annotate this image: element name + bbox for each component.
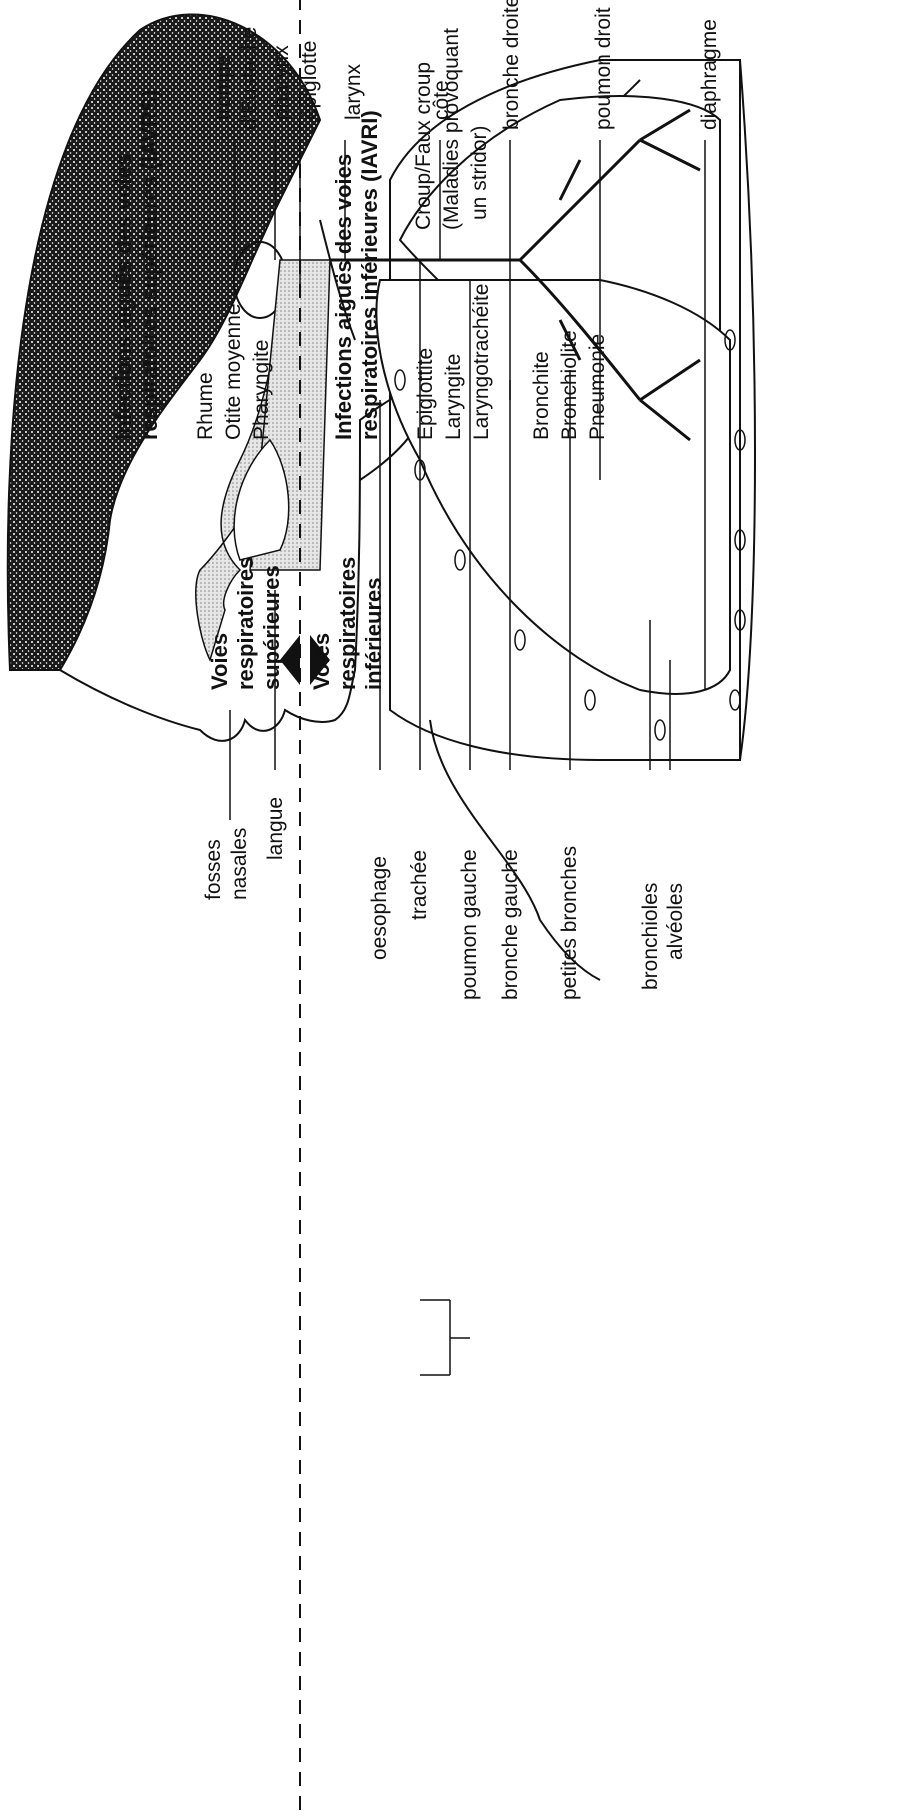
iavri-title-2: respiratoires inférieures (IAVRI)	[356, 110, 383, 440]
iavrs-item-otite: Otite moyenne	[220, 303, 247, 440]
left-lung	[376, 280, 730, 694]
label-fosses: fosses	[200, 839, 227, 900]
label-trompe: trompe	[210, 55, 237, 120]
iavri-bronchiolite: Bronchiolite	[556, 330, 583, 440]
upper-airways-word2: respiratoires	[232, 557, 259, 690]
upper-airways-word1: Voies	[206, 633, 233, 690]
label-epiglotte: épiglotte	[296, 41, 323, 120]
label-eustache: d'Eustache	[236, 27, 263, 130]
label-petites-bronches: petites bronches	[556, 846, 583, 1000]
label-bronche-gauche: bronche gauche	[497, 849, 524, 1000]
label-poumon-droit: poumon droit	[590, 7, 617, 130]
iavrs-item-pharyngite: Pharyngite	[248, 340, 275, 440]
croup-note-line2: (Maladies provoquant	[438, 28, 465, 230]
iavrs-title: Infections aiguës des voies	[110, 154, 137, 440]
iavrs-item-rhume: Rhume	[192, 372, 219, 440]
label-nasales: nasales	[226, 828, 253, 900]
lower-airways-word3: inférieures	[360, 578, 387, 691]
label-bronche-droite: bronche droite	[498, 0, 525, 130]
label-alveoles: alvéoles	[662, 883, 689, 960]
iavri-pneumonie: Pneumonie	[584, 334, 611, 440]
iavri-laryngotracheite: Laryngotrachéite	[468, 284, 495, 440]
iavrs-title-2: respiratoires supérieures (IAVRS)	[136, 90, 163, 441]
label-bronchioles: bronchioles	[637, 883, 664, 990]
iavri-bronchite: Bronchite	[528, 351, 555, 440]
label-trachee: trachée	[406, 850, 433, 920]
croup-note-line3: un stridor)	[466, 125, 493, 220]
iavri-epiglottite: Epiglottite	[412, 348, 439, 440]
label-oesophage: oesophage	[366, 856, 393, 960]
croup-note-line1: Croup/Faux croup	[410, 62, 437, 230]
lower-airways-word2: respiratoires	[334, 557, 361, 690]
label-pharynx: pharynx	[268, 45, 295, 120]
upper-airways-word3: supérieures	[258, 565, 285, 690]
lower-airways-word1: Voies	[308, 633, 335, 690]
label-poumon-gauche: poumon gauche	[456, 849, 483, 1000]
diaphragm-line	[740, 60, 755, 760]
croup-bracket	[420, 1300, 470, 1375]
iavri-laryngite: Laryngite	[440, 354, 467, 440]
label-diaphragme: diaphragme	[696, 19, 723, 130]
iavri-title: Infections aiguës des voies	[330, 154, 357, 440]
label-langue: langue	[262, 797, 289, 860]
